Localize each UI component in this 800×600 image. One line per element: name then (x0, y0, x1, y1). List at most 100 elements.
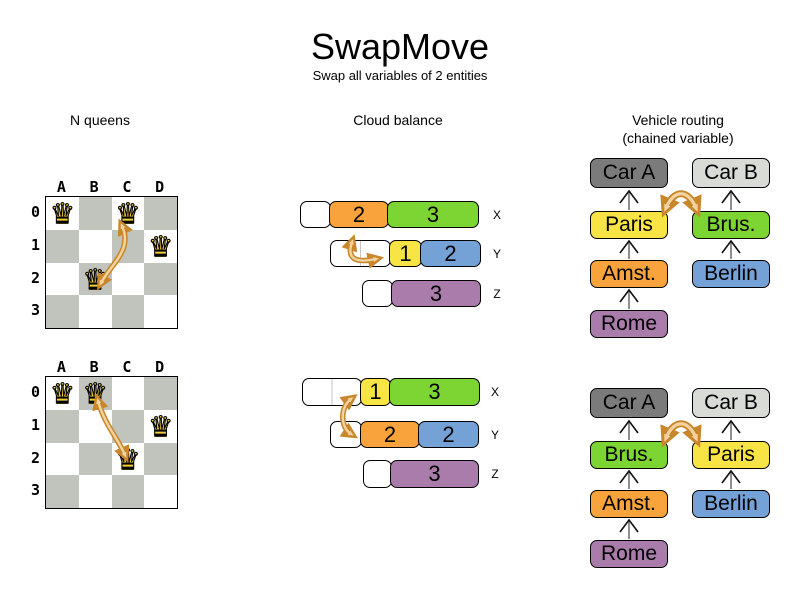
cloud-segment-purple: 3 (390, 460, 479, 488)
board-cell (78, 197, 112, 230)
segment-value: 1 (399, 240, 412, 266)
vehicle-box-car-a: Car A (590, 388, 668, 418)
cloud-empty-segment (330, 421, 362, 448)
board-cell (78, 442, 112, 476)
row-label: 2 (30, 448, 40, 467)
cloud-row-label: X (490, 385, 499, 399)
board-cell (79, 410, 112, 443)
vehicle-box-rome: Rome (590, 310, 668, 338)
board-cell (144, 442, 177, 476)
cloud-row-label: Y (492, 246, 501, 261)
board-cell (144, 197, 177, 230)
vehicle-box-car-b: Car B (692, 388, 770, 418)
board-cell (79, 230, 112, 263)
cloud-row-label: Z (493, 286, 501, 301)
queen-icon: ♛ (148, 230, 174, 262)
segment-value: 2 (352, 201, 366, 227)
swap-arrow-icon (660, 420, 702, 448)
vehicle-box-amsterdam: Amst. (590, 260, 668, 288)
cloud-segment-blue: 2 (418, 421, 479, 448)
cloud-row-z-before: 3 (362, 280, 481, 307)
cloud-segment-green: 3 (389, 378, 480, 406)
segment-value: 3 (428, 461, 441, 486)
section-subtitle-vehicle: (chained variable) (622, 130, 734, 146)
board-cell (111, 229, 145, 263)
swap-arrow-icon (660, 190, 702, 218)
col-label: A (56, 178, 66, 196)
vehicle-box-brussels: Brus. (692, 211, 770, 239)
row-label: 3 (30, 481, 40, 500)
board-cell (111, 475, 145, 508)
chessboard: ♛ ♛ ♛ ♛ (45, 196, 178, 329)
queen-icon: ♛ (82, 377, 108, 409)
board-cell (46, 443, 79, 476)
cloud-empty-segment (300, 201, 331, 228)
board-cell (79, 295, 112, 328)
board-cell (46, 263, 79, 296)
segment-value: 2 (383, 421, 397, 447)
vehicle-box-berlin: Berlin (692, 490, 770, 518)
cloud-row-z-after: 3 (363, 460, 479, 488)
vehicle-box-car-b: Car B (692, 158, 770, 188)
board-cell (46, 295, 79, 328)
board-cell (144, 262, 177, 296)
row-label: 0 (30, 203, 40, 221)
col-label: A (56, 358, 66, 376)
board-cell (144, 475, 177, 508)
cloud-segment-green: 3 (387, 201, 479, 228)
board-cell (46, 475, 79, 508)
vehicle-box-paris: Paris (692, 441, 770, 469)
cloud-segment-yellow: 1 (360, 378, 391, 406)
board-cell (112, 263, 145, 296)
vehicle-box-brussels: Brus. (590, 441, 668, 469)
board-cell (144, 377, 177, 410)
page-title: SwapMove (310, 26, 490, 67)
nqueens-board-after: A B C D 0 1 2 3 ♛ ♛ ♛ ♛ (31, 358, 178, 509)
cloud-row-x-after: 1 3 (302, 378, 480, 406)
row-label: 1 (30, 415, 40, 434)
board-cell (46, 229, 79, 263)
cloud-segment-purple: 3 (391, 280, 481, 307)
queen-icon: ♛ (148, 410, 174, 442)
col-label: B (89, 358, 99, 376)
col-label: D (155, 358, 165, 376)
section-title-cloud: Cloud balance (353, 112, 443, 128)
cloud-empty-segment (302, 378, 362, 406)
vehicle-box-berlin: Berlin (692, 260, 770, 288)
nqueens-board-before: A B C D 0 1 2 3 ♛ ♛ ♛ ♛ (31, 178, 178, 329)
segment-value: 2 (442, 421, 455, 447)
col-label: C (122, 178, 132, 196)
queen-icon: ♛ (49, 377, 75, 409)
cloud-segment-yellow: 1 (389, 240, 422, 267)
cloud-segment-orange: 2 (329, 201, 389, 228)
cloud-empty-segment (362, 280, 393, 307)
segment-value: 3 (428, 379, 441, 404)
col-label: C (122, 358, 132, 376)
cloud-row-label: Z (491, 467, 499, 481)
segment-value: 1 (369, 379, 382, 404)
col-label: D (155, 178, 165, 196)
col-label: B (89, 178, 99, 196)
vehicle-box-paris: Paris (590, 211, 668, 239)
cloud-row-label: X (492, 207, 501, 222)
segment-value: 2 (444, 240, 457, 266)
section-title-vehicle: Vehicle routing (632, 112, 724, 128)
board-cell (79, 475, 112, 508)
vehicle-box-amsterdam: Amst. (590, 490, 668, 518)
cloud-segment-orange: 2 (360, 421, 420, 448)
board-cell (111, 295, 145, 328)
chessboard: ♛ ♛ ♛ ♛ (45, 376, 178, 509)
row-label: 1 (30, 235, 40, 254)
queen-icon: ♛ (82, 263, 108, 295)
chain-arrow-icon (619, 189, 741, 309)
queen-icon: ♛ (49, 197, 75, 229)
cloud-segment-blue: 2 (420, 240, 481, 267)
board-cell (112, 377, 145, 410)
vehicle-box-car-a: Car A (590, 158, 668, 188)
cloud-row-label: Y (490, 427, 499, 442)
board-cell (46, 409, 79, 443)
row-label: 3 (30, 301, 40, 320)
cloud-empty-segment (363, 460, 392, 488)
cloud-row-x-before: 2 3 (300, 201, 479, 228)
board-cell (111, 409, 145, 443)
